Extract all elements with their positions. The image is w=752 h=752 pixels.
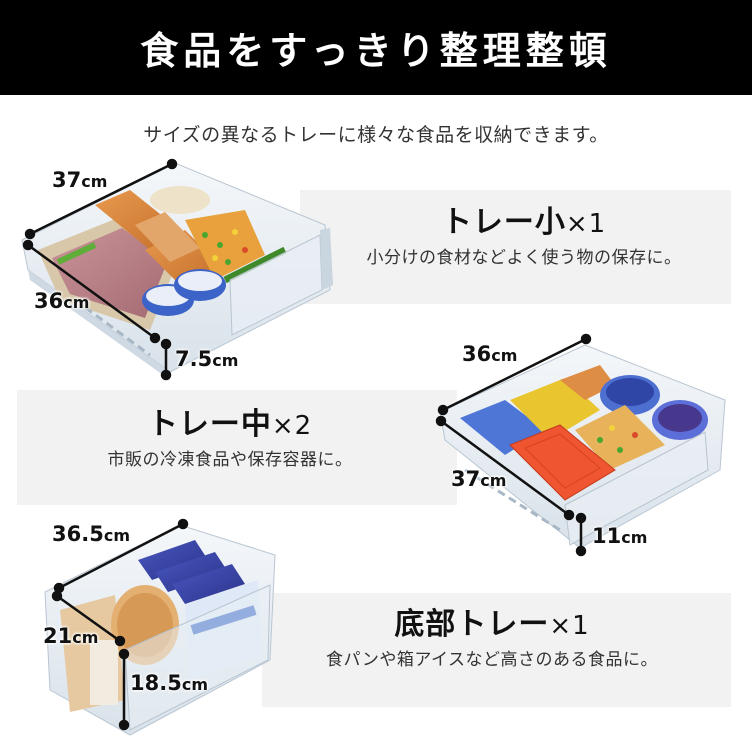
tray-small-depth-label: 36cm bbox=[34, 289, 89, 313]
tray-medium-panel bbox=[17, 390, 457, 505]
dim-unit: cm bbox=[491, 346, 518, 365]
header-banner: 食品をすっきり整理整頓 bbox=[0, 0, 752, 95]
tray-multiplier: ×1 bbox=[565, 209, 607, 239]
tray-bottom-depth-label: 21cm bbox=[43, 624, 98, 648]
tray-bottom-width-label: 36.5cm bbox=[52, 522, 130, 546]
dim-value: 36 bbox=[462, 342, 492, 366]
tray-name: トレー小 bbox=[441, 205, 566, 240]
dim-value: 37 bbox=[451, 467, 481, 491]
dim-unit: cm bbox=[212, 351, 239, 370]
tray-small-description: 小分けの食材などよく使う物の保存に。 bbox=[366, 248, 682, 268]
dim-unit: cm bbox=[63, 293, 90, 312]
dim-unit: cm bbox=[621, 528, 648, 547]
tray-small-info: トレー小×1 小分けの食材などよく使う物の保存に。 bbox=[334, 203, 714, 272]
tray-small-panel bbox=[300, 190, 731, 304]
dim-unit: cm bbox=[480, 471, 507, 490]
dim-value: 36 bbox=[34, 289, 64, 313]
tray-bottom-panel bbox=[262, 593, 731, 707]
tray-medium-height-label: 11cm bbox=[592, 524, 647, 548]
subtitle: サイズの異なるトレーに様々な食品を収納できます。 bbox=[143, 124, 609, 146]
tray-small-width-label: 37cm bbox=[52, 168, 107, 192]
dim-value: 37 bbox=[52, 168, 82, 192]
tray-medium-title: トレー中×2 bbox=[40, 405, 420, 446]
tray-bottom-description: 食パンや箱アイスなど高さのある食品に。 bbox=[326, 650, 658, 670]
tray-medium-width-label: 36cm bbox=[462, 342, 517, 366]
tray-medium-description: 市販の冷凍食品や保存容器に。 bbox=[107, 450, 353, 470]
dim-unit: cm bbox=[72, 628, 99, 647]
tray-small-title: トレー小×1 bbox=[334, 203, 714, 244]
dim-value: 21 bbox=[43, 624, 73, 648]
tray-bottom-info: 底部トレー×1 食パンや箱アイスなど高さのある食品に。 bbox=[262, 605, 722, 674]
dim-value: 11 bbox=[592, 524, 622, 548]
dim-unit: cm bbox=[81, 172, 108, 191]
tray-small-height-label: 7.5cm bbox=[175, 347, 238, 371]
page-title: 食品をすっきり整理整頓 bbox=[140, 29, 612, 73]
tray-multiplier: ×2 bbox=[271, 411, 313, 441]
tray-bottom-height-label: 18.5cm bbox=[130, 671, 208, 695]
tray-name: トレー中 bbox=[147, 407, 272, 442]
dim-unit: cm bbox=[103, 526, 130, 545]
tray-multiplier: ×1 bbox=[549, 611, 590, 641]
dim-value: 18.5 bbox=[130, 671, 182, 695]
dim-value: 7.5 bbox=[175, 347, 213, 371]
tray-bottom-title: 底部トレー×1 bbox=[262, 605, 722, 646]
tray-medium-depth-label: 37cm bbox=[451, 467, 506, 491]
tray-medium-info: トレー中×2 市販の冷凍食品や保存容器に。 bbox=[40, 405, 420, 474]
dim-unit: cm bbox=[181, 675, 208, 694]
tray-medium-image bbox=[439, 344, 726, 549]
dim-value: 36.5 bbox=[52, 522, 104, 546]
tray-name: 底部トレー bbox=[394, 607, 550, 642]
